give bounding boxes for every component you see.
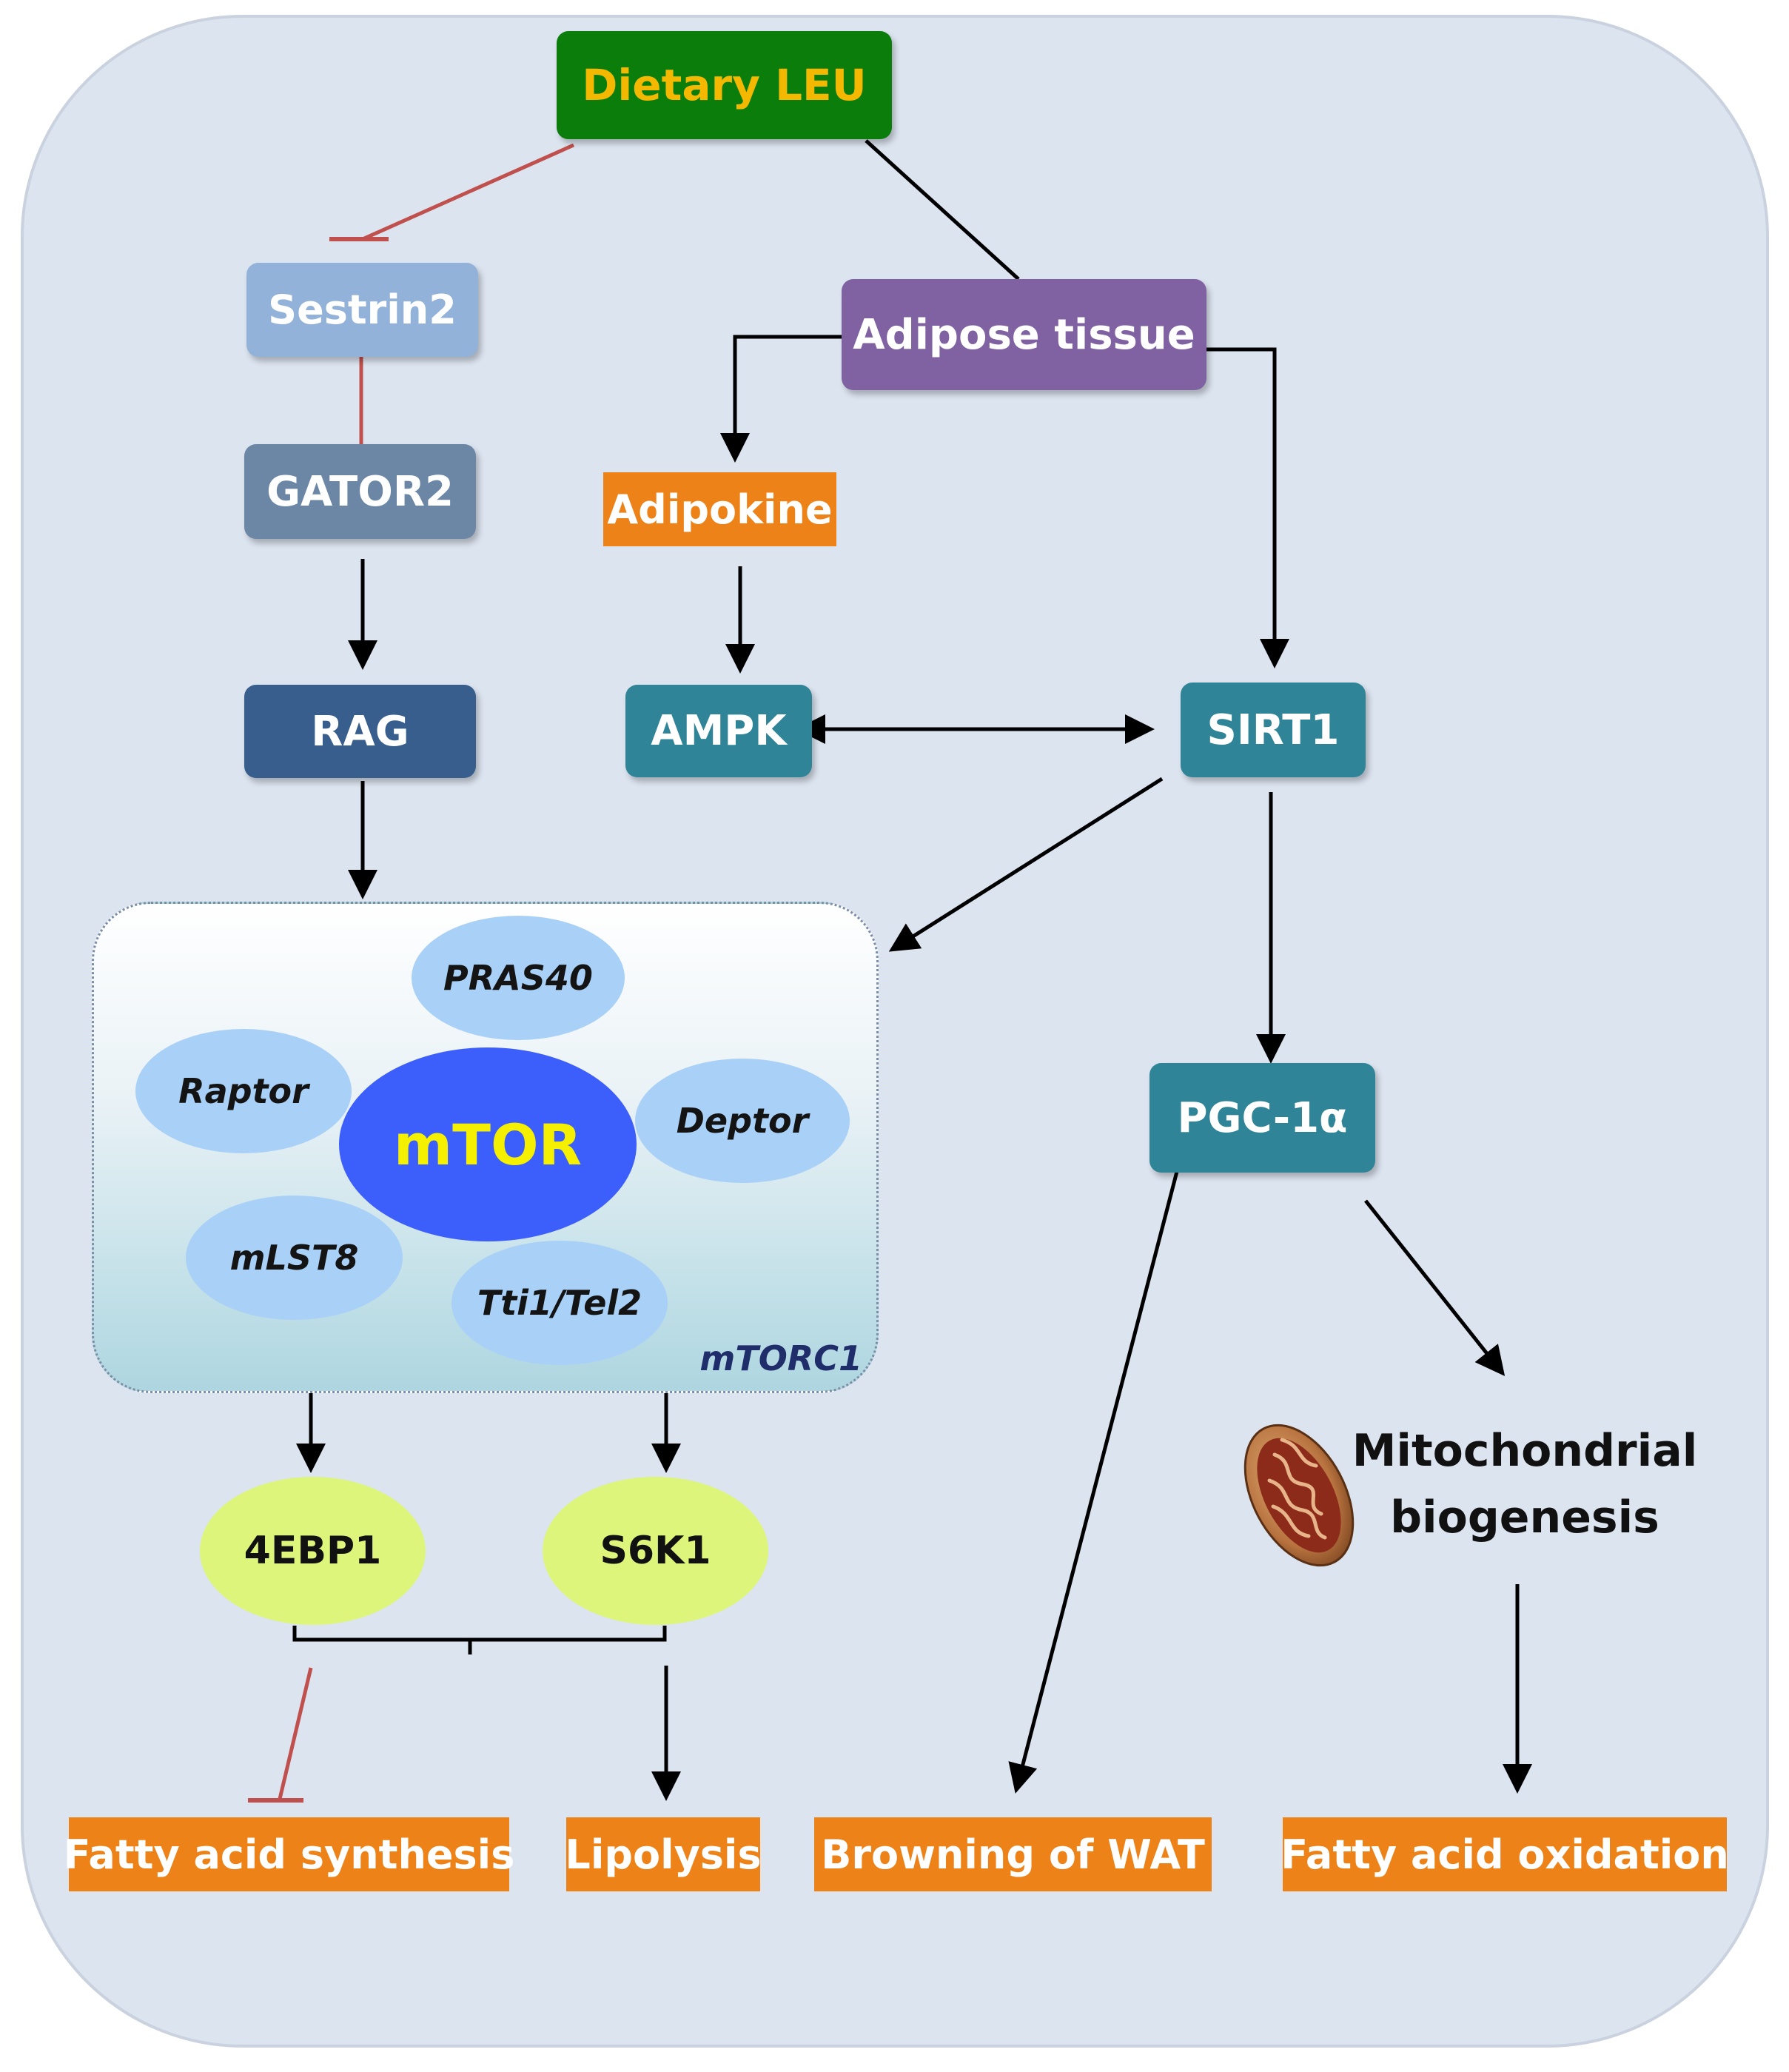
gator2-node: GATOR2	[244, 444, 476, 539]
deptor-label: Deptor	[676, 1101, 809, 1141]
sirt1-node: SIRT1	[1181, 683, 1366, 777]
rag-node: RAG	[244, 685, 476, 778]
4ebp1-ellipse: 4EBP1	[200, 1477, 426, 1625]
adipokine-node: Adipokine	[603, 472, 836, 546]
inhibit-effectors-fas	[278, 1667, 313, 1800]
effector-bracket	[292, 1626, 667, 1642]
mlst8-label: mLST8	[229, 1238, 359, 1278]
mitochondrial-biogenesis-text: Mitochondrial biogenesis	[1347, 1410, 1702, 1558]
lipolysis-label: Lipolysis	[565, 1831, 762, 1878]
pgc1a-node: PGC-1α	[1149, 1063, 1375, 1173]
deptor-ellipse: Deptor	[635, 1059, 850, 1183]
mitochondrial-biogenesis-line1: Mitochondrial	[1352, 1425, 1698, 1477]
dietary-leu-label: Dietary LEU	[582, 60, 867, 110]
s6k1-label: S6K1	[600, 1529, 711, 1573]
browning-of-wat-label: Browning of WAT	[821, 1831, 1205, 1878]
tti1-tel2-ellipse: Tti1/Tel2	[452, 1241, 668, 1365]
sirt1-label: SIRT1	[1206, 705, 1340, 754]
rag-label: RAG	[311, 707, 409, 756]
inhibit-leu-sestrin2	[361, 143, 575, 241]
arrow-pgc1a-mito	[1364, 1199, 1506, 1376]
raptor-ellipse: Raptor	[135, 1029, 352, 1153]
adipose-tissue-label: Adipose tissue	[853, 310, 1195, 359]
pras40-label: PRAS40	[443, 958, 593, 998]
arrow-pgc1a-browning	[1008, 1165, 1181, 1794]
fatty-acid-oxidation-label: Fatty acid oxidation	[1281, 1831, 1729, 1878]
mtor-label: mTOR	[393, 1111, 583, 1178]
mtorc1-label: mTORC1	[699, 1338, 862, 1378]
ampk-label: AMPK	[651, 707, 787, 755]
arrow-adipose-adipokine	[720, 335, 844, 463]
4ebp1-label: 4EBP1	[244, 1529, 382, 1573]
fatty-acid-oxidation-box: Fatty acid oxidation	[1281, 1817, 1729, 1891]
browning-of-wat-box: Browning of WAT	[814, 1817, 1212, 1891]
gator2-label: GATOR2	[266, 467, 454, 516]
s6k1-ellipse: S6K1	[543, 1477, 768, 1625]
pgc1a-label: PGC-1α	[1177, 1093, 1348, 1142]
ampk-node: AMPK	[625, 685, 812, 777]
adipose-tissue-node: Adipose tissue	[842, 279, 1206, 390]
fatty-acid-synthesis-box: Fatty acid synthesis	[64, 1817, 514, 1891]
arrow-leu-adipose	[865, 139, 1020, 281]
arrow-adipose-sirt1	[1206, 347, 1289, 668]
fatty-acid-synthesis-label: Fatty acid synthesis	[63, 1831, 515, 1878]
arrow-sirt1-mtorc1	[888, 777, 1164, 952]
sestrin2-label: Sestrin2	[268, 286, 457, 333]
tti1-tel2-label: Tti1/Tel2	[477, 1283, 642, 1323]
adipokine-label: Adipokine	[607, 486, 833, 533]
sestrin2-node: Sestrin2	[246, 263, 478, 357]
mlst8-ellipse: mLST8	[186, 1196, 403, 1320]
mtor-ellipse: mTOR	[339, 1047, 637, 1241]
dietary-leu-node: Dietary LEU	[557, 31, 892, 139]
mitochondrion-icon	[1243, 1424, 1355, 1567]
lipolysis-box: Lipolysis	[565, 1817, 762, 1891]
pras40-ellipse: PRAS40	[412, 916, 625, 1040]
mitochondrial-biogenesis-line2: biogenesis	[1390, 1492, 1659, 1543]
raptor-label: Raptor	[178, 1071, 309, 1111]
